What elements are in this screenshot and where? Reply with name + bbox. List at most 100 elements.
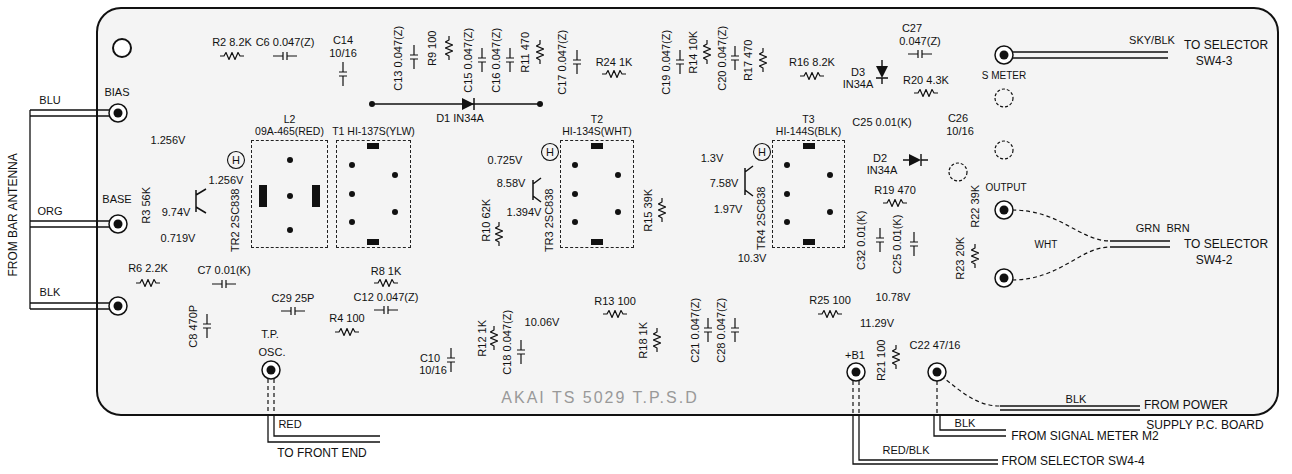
voltage-label: 1.3V (701, 152, 724, 165)
component-label: R14 10K (687, 31, 700, 74)
selector-wire (853, 415, 998, 464)
pin-dot (784, 162, 790, 168)
component-label: C18 0.047(Z) (501, 310, 514, 375)
resistor-symbol (491, 326, 498, 350)
transformer-label: T1 HI-137S(YLW) (332, 125, 415, 138)
if-transformer: T3HI-144S(BLK) (772, 113, 845, 248)
resistor-symbol (914, 90, 938, 97)
capacitor-symbol (506, 48, 514, 72)
capacitor-symbol (212, 280, 236, 288)
connection-note: FROM POWER (1144, 399, 1228, 413)
pin-dot (827, 172, 833, 178)
terminal-label: +B1 (845, 349, 865, 362)
capacitor-symbol (374, 306, 398, 314)
voltage-label: 10.06V (525, 316, 560, 329)
solder-dot (369, 101, 375, 107)
hybrid-mark-ring (228, 152, 245, 169)
terminal-pad (852, 368, 861, 377)
capacitor-symbol (573, 50, 581, 74)
voltage-label: 11.29V (860, 317, 894, 330)
diode-lead (372, 103, 540, 104)
transistor-symbol (196, 189, 206, 213)
component-label: C19 0.047(Z) (660, 30, 673, 95)
pin-dot (784, 191, 790, 197)
component-label: R13 100 (594, 295, 636, 308)
component-label: C28 0.047(Z) (715, 298, 728, 363)
capacitor-symbol (447, 348, 455, 372)
terminal-pad (928, 363, 946, 381)
terminal-label: T.P. (261, 328, 279, 341)
pin-dot (349, 162, 355, 168)
voltage-label: 10.78V (876, 291, 911, 304)
component-label: C22 47/16 (910, 339, 961, 352)
connection-note: TO SELECTOR (1184, 238, 1268, 252)
pin-dot (349, 191, 355, 197)
core-mark (259, 185, 267, 207)
component-label: D3 (851, 66, 865, 79)
component-label: R11 470 (519, 32, 532, 73)
resistor-symbol (537, 40, 544, 64)
pin-dot (784, 219, 790, 225)
terminal-label: OUTPUT (985, 182, 1026, 194)
pin-dot (392, 209, 398, 215)
component-label: C16 0.047(Z) (490, 28, 503, 93)
terminal-pad (109, 297, 127, 315)
component-label: C32 0.01(K) (856, 210, 869, 269)
hybrid-mark: H (758, 146, 766, 159)
transformer-label: T3 (802, 113, 814, 126)
if-transformer: T1 HI-137S(YLW) (336, 125, 411, 248)
component-label: R10 62K (480, 199, 493, 242)
pin-dot (827, 209, 833, 215)
wire-color-label: SKY/BLK (1129, 34, 1175, 47)
core-mark (591, 143, 603, 149)
component-label: R3 56K (140, 187, 153, 224)
component-label: R23 20K (954, 237, 967, 280)
component-label: C8 470P (187, 305, 200, 348)
terminal-pad (114, 109, 123, 118)
resistor-symbol (972, 244, 979, 268)
terminal-label: BASE (102, 193, 131, 206)
unused-pad (995, 141, 1013, 159)
terminal-pad (1000, 51, 1009, 60)
voltage-label: 7.58V (710, 177, 739, 190)
diode-symbol (903, 154, 928, 166)
hybrid-mark: H (546, 146, 554, 159)
component-label: 10/16 (946, 125, 974, 138)
component-label: 10/16 (419, 364, 447, 377)
component-label: C10 (420, 352, 440, 365)
capacitor-symbol (876, 228, 884, 252)
component-label: R22 39K (969, 185, 982, 228)
resistor-symbol (136, 280, 160, 287)
wire-color-label: ORG (37, 205, 62, 218)
meter-wire (934, 415, 1006, 436)
capacitor-symbol (203, 314, 211, 338)
wire-color-label: RED (278, 418, 301, 431)
terminal-pad (1000, 206, 1009, 215)
diode-symbol (876, 60, 888, 84)
component-label: R15 39K (642, 189, 655, 232)
component-label: R17 470 (743, 39, 756, 81)
terminal-pad (995, 269, 1013, 287)
component-label: R18 1K (637, 322, 650, 359)
pin-dot (572, 191, 578, 197)
component-label: D2 (873, 152, 887, 165)
resistor-symbol (496, 222, 503, 246)
pin-dot (572, 219, 578, 225)
connection-note: FROM SELECTOR SW4-4 (1001, 455, 1144, 469)
terminal-pad (114, 220, 123, 229)
component-label: C29 25P (272, 292, 315, 305)
terminal-pad (267, 366, 276, 375)
capacitor-symbol (517, 340, 525, 364)
pc-board (97, 8, 1278, 415)
transistor-symbol (745, 166, 753, 196)
resistor-symbol (220, 53, 244, 60)
unused-pad (949, 163, 967, 181)
terminal-pad (109, 104, 127, 122)
component-label: C17 0.047(Z) (556, 30, 569, 95)
voltage-label: 9.74V (162, 206, 191, 219)
resistor-symbol (374, 280, 398, 287)
wire-color-label: BLK (40, 286, 61, 299)
transformer-label: HI-134S(WHT) (562, 125, 631, 138)
voltage-label: 1.394V (507, 206, 542, 219)
